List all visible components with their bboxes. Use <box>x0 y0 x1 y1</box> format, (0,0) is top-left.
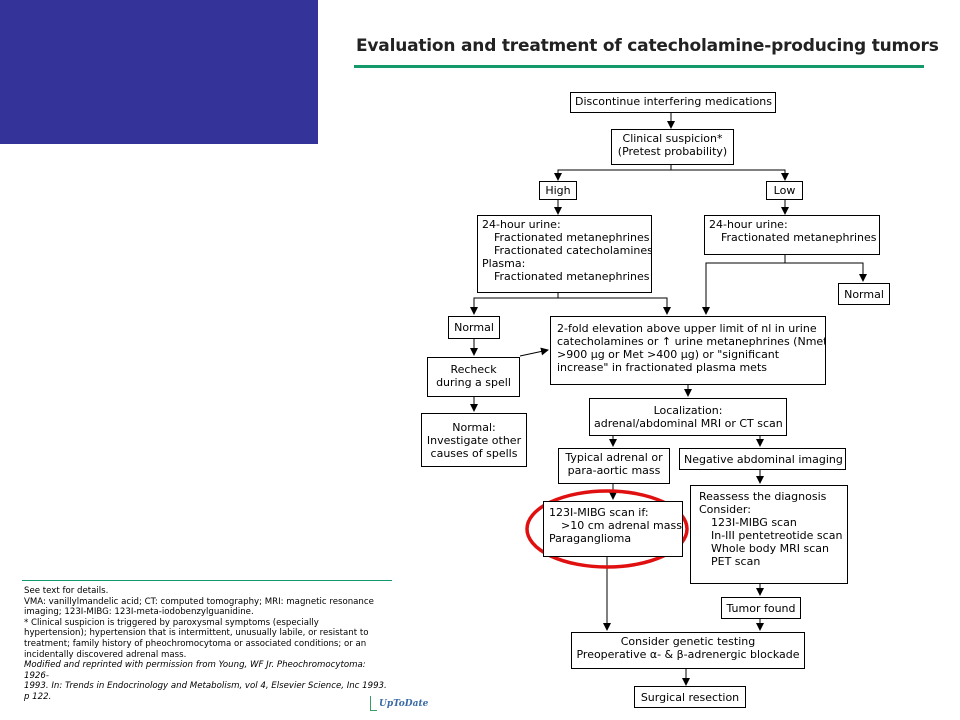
box-high-probability-tests: 24-hour urine: Fractionated metanephrine… <box>477 215 652 293</box>
box-recheck-spell: Recheck during a spell <box>427 357 520 397</box>
box-surgical-resection: Surgical resection <box>634 686 746 708</box>
box-low: Low <box>766 181 803 200</box>
footnote-see-text: See text for details. <box>24 586 109 596</box>
arrow-suspicion-to-low <box>671 169 789 181</box>
footnote-rule <box>22 580 392 581</box>
arrow-lowtests-to-normal <box>785 262 867 282</box>
footnote-suspicion-note: * Clinical suspicion is triggered by par… <box>24 617 319 628</box>
box-clinical-suspicion: Clinical suspicion* (Pretest probability… <box>611 129 734 165</box>
blue-corner-block <box>0 0 318 144</box>
box-discontinue-medications: Discontinue interfering medications <box>570 92 776 113</box>
box-normal-low: Normal <box>838 283 890 305</box>
footnote: See text for details. VMA: vanillylmande… <box>24 586 392 703</box>
arrow-suspicion-to-high <box>554 165 672 181</box>
title-rule <box>354 65 924 68</box>
box-genetic-testing: Consider genetic testing Preoperative α-… <box>571 632 805 669</box>
arrow-lowtests-to-elevation <box>702 254 786 315</box>
page-title: Evaluation and treatment of catecholamin… <box>356 36 939 56</box>
box-reassess-diagnosis: Reassess the diagnosis Consider: 123I-MI… <box>690 485 848 584</box>
box-high: High <box>539 181 577 200</box>
arrow-hightests-to-elevation <box>558 297 671 315</box>
box-normal-investigate: Normal: Investigate other causes of spel… <box>421 413 527 467</box>
box-normal-high: Normal <box>448 316 500 339</box>
uptodate-logo: UpToDate <box>379 699 429 709</box>
box-tumor-found: Tumor found <box>721 597 801 619</box>
box-typical-adrenal-mass: Typical adrenal or para-aortic mass <box>558 448 670 484</box>
highlight-circle <box>525 489 689 569</box>
arrow-recheck-to-elevation <box>519 347 549 357</box>
box-biochemical-elevation: 2-fold elevation above upper limit of nl… <box>550 316 826 385</box>
arrow-hightests-to-normal <box>470 292 559 315</box>
footnote-source: Modified and reprinted with permission f… <box>24 660 366 681</box>
box-mibg-scan: 123I-MIBG scan if: >10 cm adrenal mass P… <box>543 501 683 557</box>
footnote-abbreviations: VMA: vanillylmandelic acid; CT: computed… <box>24 596 374 607</box>
box-localization: Localization: adrenal/abdominal MRI or C… <box>589 398 787 436</box>
box-low-probability-tests: 24-hour urine: Fractionated metanephrine… <box>704 215 880 255</box>
box-negative-abdominal-imaging: Negative abdominal imaging <box>679 448 846 470</box>
uptodate-logo-mark <box>370 696 377 711</box>
